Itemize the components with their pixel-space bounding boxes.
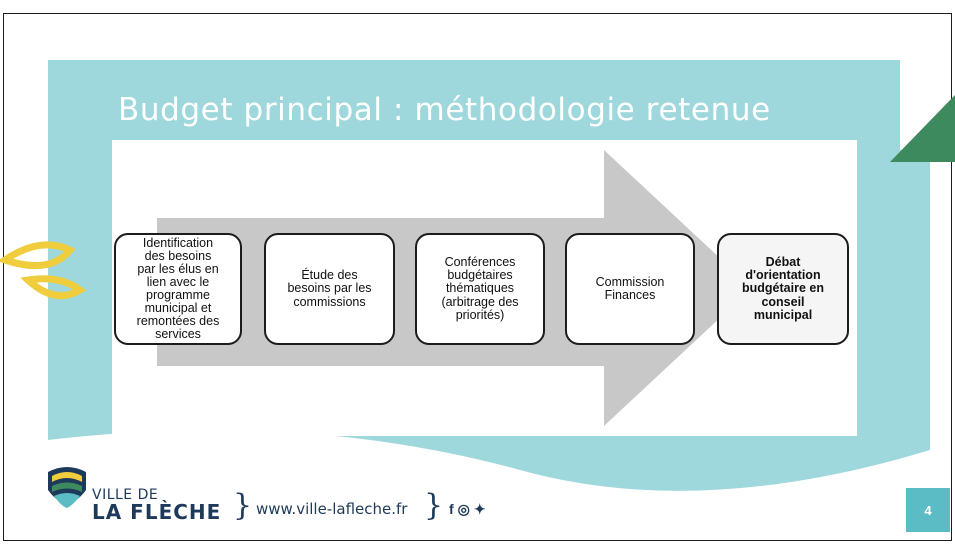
social-links: f◎✦: [449, 501, 490, 518]
twitter-icon[interactable]: ✦: [473, 501, 490, 517]
slide-frame: [3, 13, 952, 541]
brand-name: LA FLÈCHE: [92, 500, 222, 524]
page-number-badge: 4: [906, 488, 950, 532]
slide-title: Budget principal : méthodologie retenue: [118, 92, 771, 128]
brace-divider-icon: }: [424, 488, 444, 523]
brace-divider-icon: }: [233, 488, 253, 523]
facebook-icon[interactable]: f: [449, 501, 458, 517]
corner-triangle-decor: [890, 95, 955, 162]
leaf-decor-icon: [0, 241, 87, 300]
city-logo-icon: [48, 467, 86, 508]
brand-small-text: VILLE DE: [92, 487, 159, 503]
instagram-icon[interactable]: ◎: [457, 501, 474, 517]
website-link[interactable]: www.ville-lafleche.fr: [256, 500, 408, 518]
